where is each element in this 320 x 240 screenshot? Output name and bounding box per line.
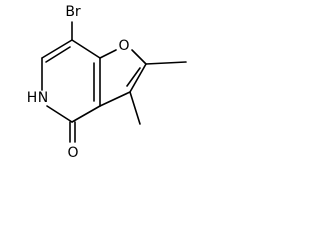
bonds [41,21,187,143]
bond-c7a-o1 [99,49,117,59]
atom-label-carbonyl-oxygen: O [67,145,78,161]
bond-c7a-c7 [71,39,101,59]
atom-label-ring-oxygen: O [118,38,129,54]
bond-c2-methyl [145,61,187,65]
bond-c7-c6 [41,39,73,59]
bond-c2-c3 [129,63,147,93]
bond-c4-c3a [71,105,101,123]
structure-canvas: Br O H N O [0,0,192,178]
atom-label-bromine: Br [65,4,81,20]
bond-c7-c6-inner [45,46,71,63]
bond-o1-c2 [131,49,147,65]
molecule-drawing: Br O H N O [27,4,187,161]
atom-label-nitrogen: N [38,90,48,106]
bond-c3-methyl [129,91,141,125]
atom-labels: Br O H N O [27,4,130,161]
atom-label-nitrogen-h: H [27,90,38,106]
bond-n5-c4 [46,105,73,123]
bond-c2-c3-inner [126,67,141,87]
bond-c3-c3a [99,91,131,107]
